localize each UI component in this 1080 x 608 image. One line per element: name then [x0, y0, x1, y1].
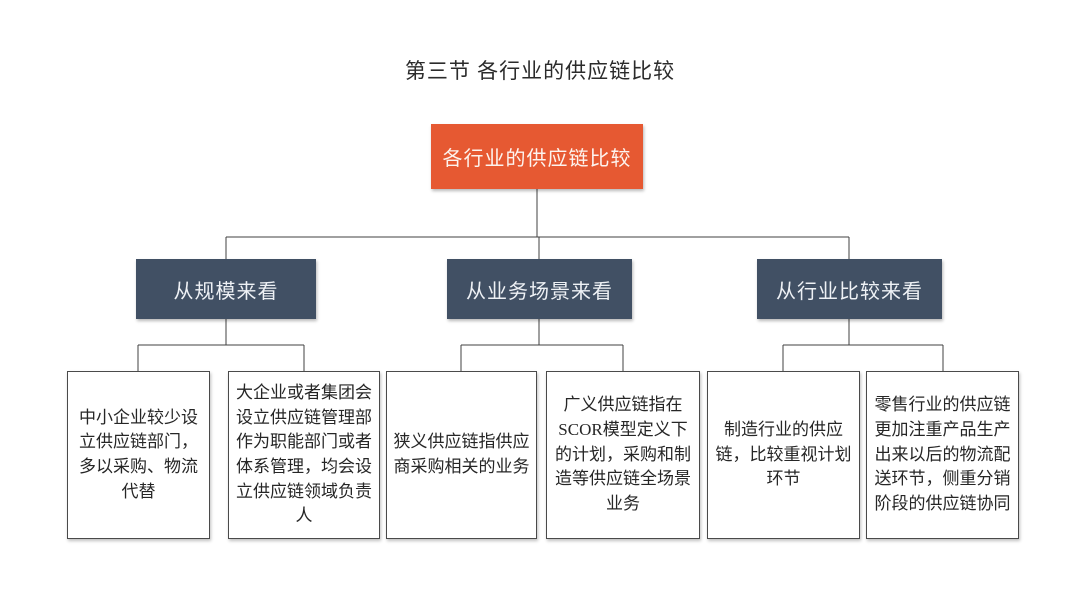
leaf-node-manufacturing: 制造行业的供应链，比较重视计划环节	[707, 371, 860, 539]
branch-node-scenario: 从业务场景来看	[447, 259, 632, 319]
page-title: 第三节 各行业的供应链比较	[404, 59, 676, 83]
leaf-node-narrow-scope: 狭义供应链指供应商采购相关的业务	[386, 371, 537, 539]
leaf-node-sme: 中小企业较少设立供应链部门，多以采购、物流代替	[67, 371, 210, 539]
branch-node-scale: 从规模来看	[136, 259, 316, 319]
branch-node-industry: 从行业比较来看	[757, 259, 942, 319]
leaf-node-broad-scope: 广义供应链指在SCOR模型定义下的计划，采购和制造等供应链全场景业务	[546, 371, 700, 539]
leaf-node-retail: 零售行业的供应链更加注重产品生产出来以后的物流配送环节，侧重分销阶段的供应链协同	[866, 371, 1019, 539]
root-node: 各行业的供应链比较	[431, 124, 643, 189]
leaf-node-enterprise: 大企业或者集团会设立供应链管理部作为职能部门或者体系管理，均会设立供应链领域负责…	[228, 371, 380, 539]
